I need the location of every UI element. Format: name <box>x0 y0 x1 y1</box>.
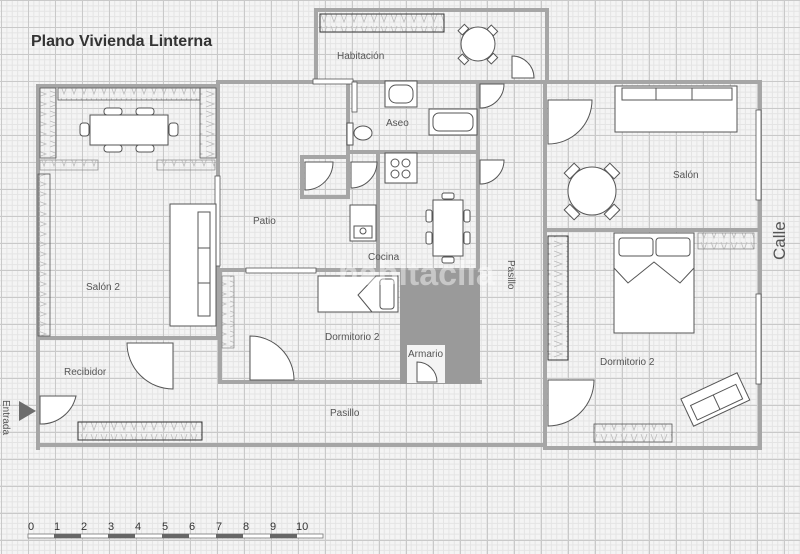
entrance-label: Entrada <box>0 400 11 435</box>
entrance-arrow-icon <box>19 401 36 421</box>
doors <box>39 55 595 427</box>
room-label-habitacion: Habitación <box>337 51 384 62</box>
room-label-dormitorio-2-center: Dormitorio 2 <box>325 332 380 343</box>
scale-tick-8: 8 <box>243 521 249 533</box>
furniture <box>79 23 751 427</box>
scale-tick-0: 0 <box>28 521 34 533</box>
room-label-aseo: Aseo <box>386 118 409 129</box>
plan-title: Plano Vivienda Linterna <box>31 33 213 50</box>
wardrobes <box>37 13 755 443</box>
room-label-salon-2: Salón 2 <box>86 282 120 293</box>
scale-tick-5: 5 <box>162 521 168 533</box>
room-label-armario: Armario <box>408 349 443 360</box>
room-label-cocina: Cocina <box>368 252 400 263</box>
scale-tick-4: 4 <box>135 521 141 533</box>
room-label-patio: Patio <box>253 216 276 227</box>
room-label-dormitorio-2-right: Dormitorio 2 <box>600 357 655 368</box>
room-label-recibidor: Recibidor <box>64 367 107 378</box>
scale-tick-10: 10 <box>296 521 308 533</box>
room-label-pasillo-bottom: Pasillo <box>330 408 360 419</box>
scale-tick-1: 1 <box>54 521 60 533</box>
walls <box>36 8 762 450</box>
scale-bar: 0 1 2 3 4 5 6 7 8 9 10 <box>27 521 324 539</box>
scale-tick-9: 9 <box>270 521 276 533</box>
scale-tick-7: 7 <box>216 521 222 533</box>
scale-tick-6: 6 <box>189 521 195 533</box>
watermark: habitaclia <box>338 255 496 293</box>
scale-tick-2: 2 <box>81 521 87 533</box>
room-label-pasillo-vertical: Pasillo <box>505 260 516 290</box>
room-label-salon: Salón <box>673 170 699 181</box>
scale-tick-3: 3 <box>108 521 114 533</box>
street-label: Calle <box>770 221 789 260</box>
